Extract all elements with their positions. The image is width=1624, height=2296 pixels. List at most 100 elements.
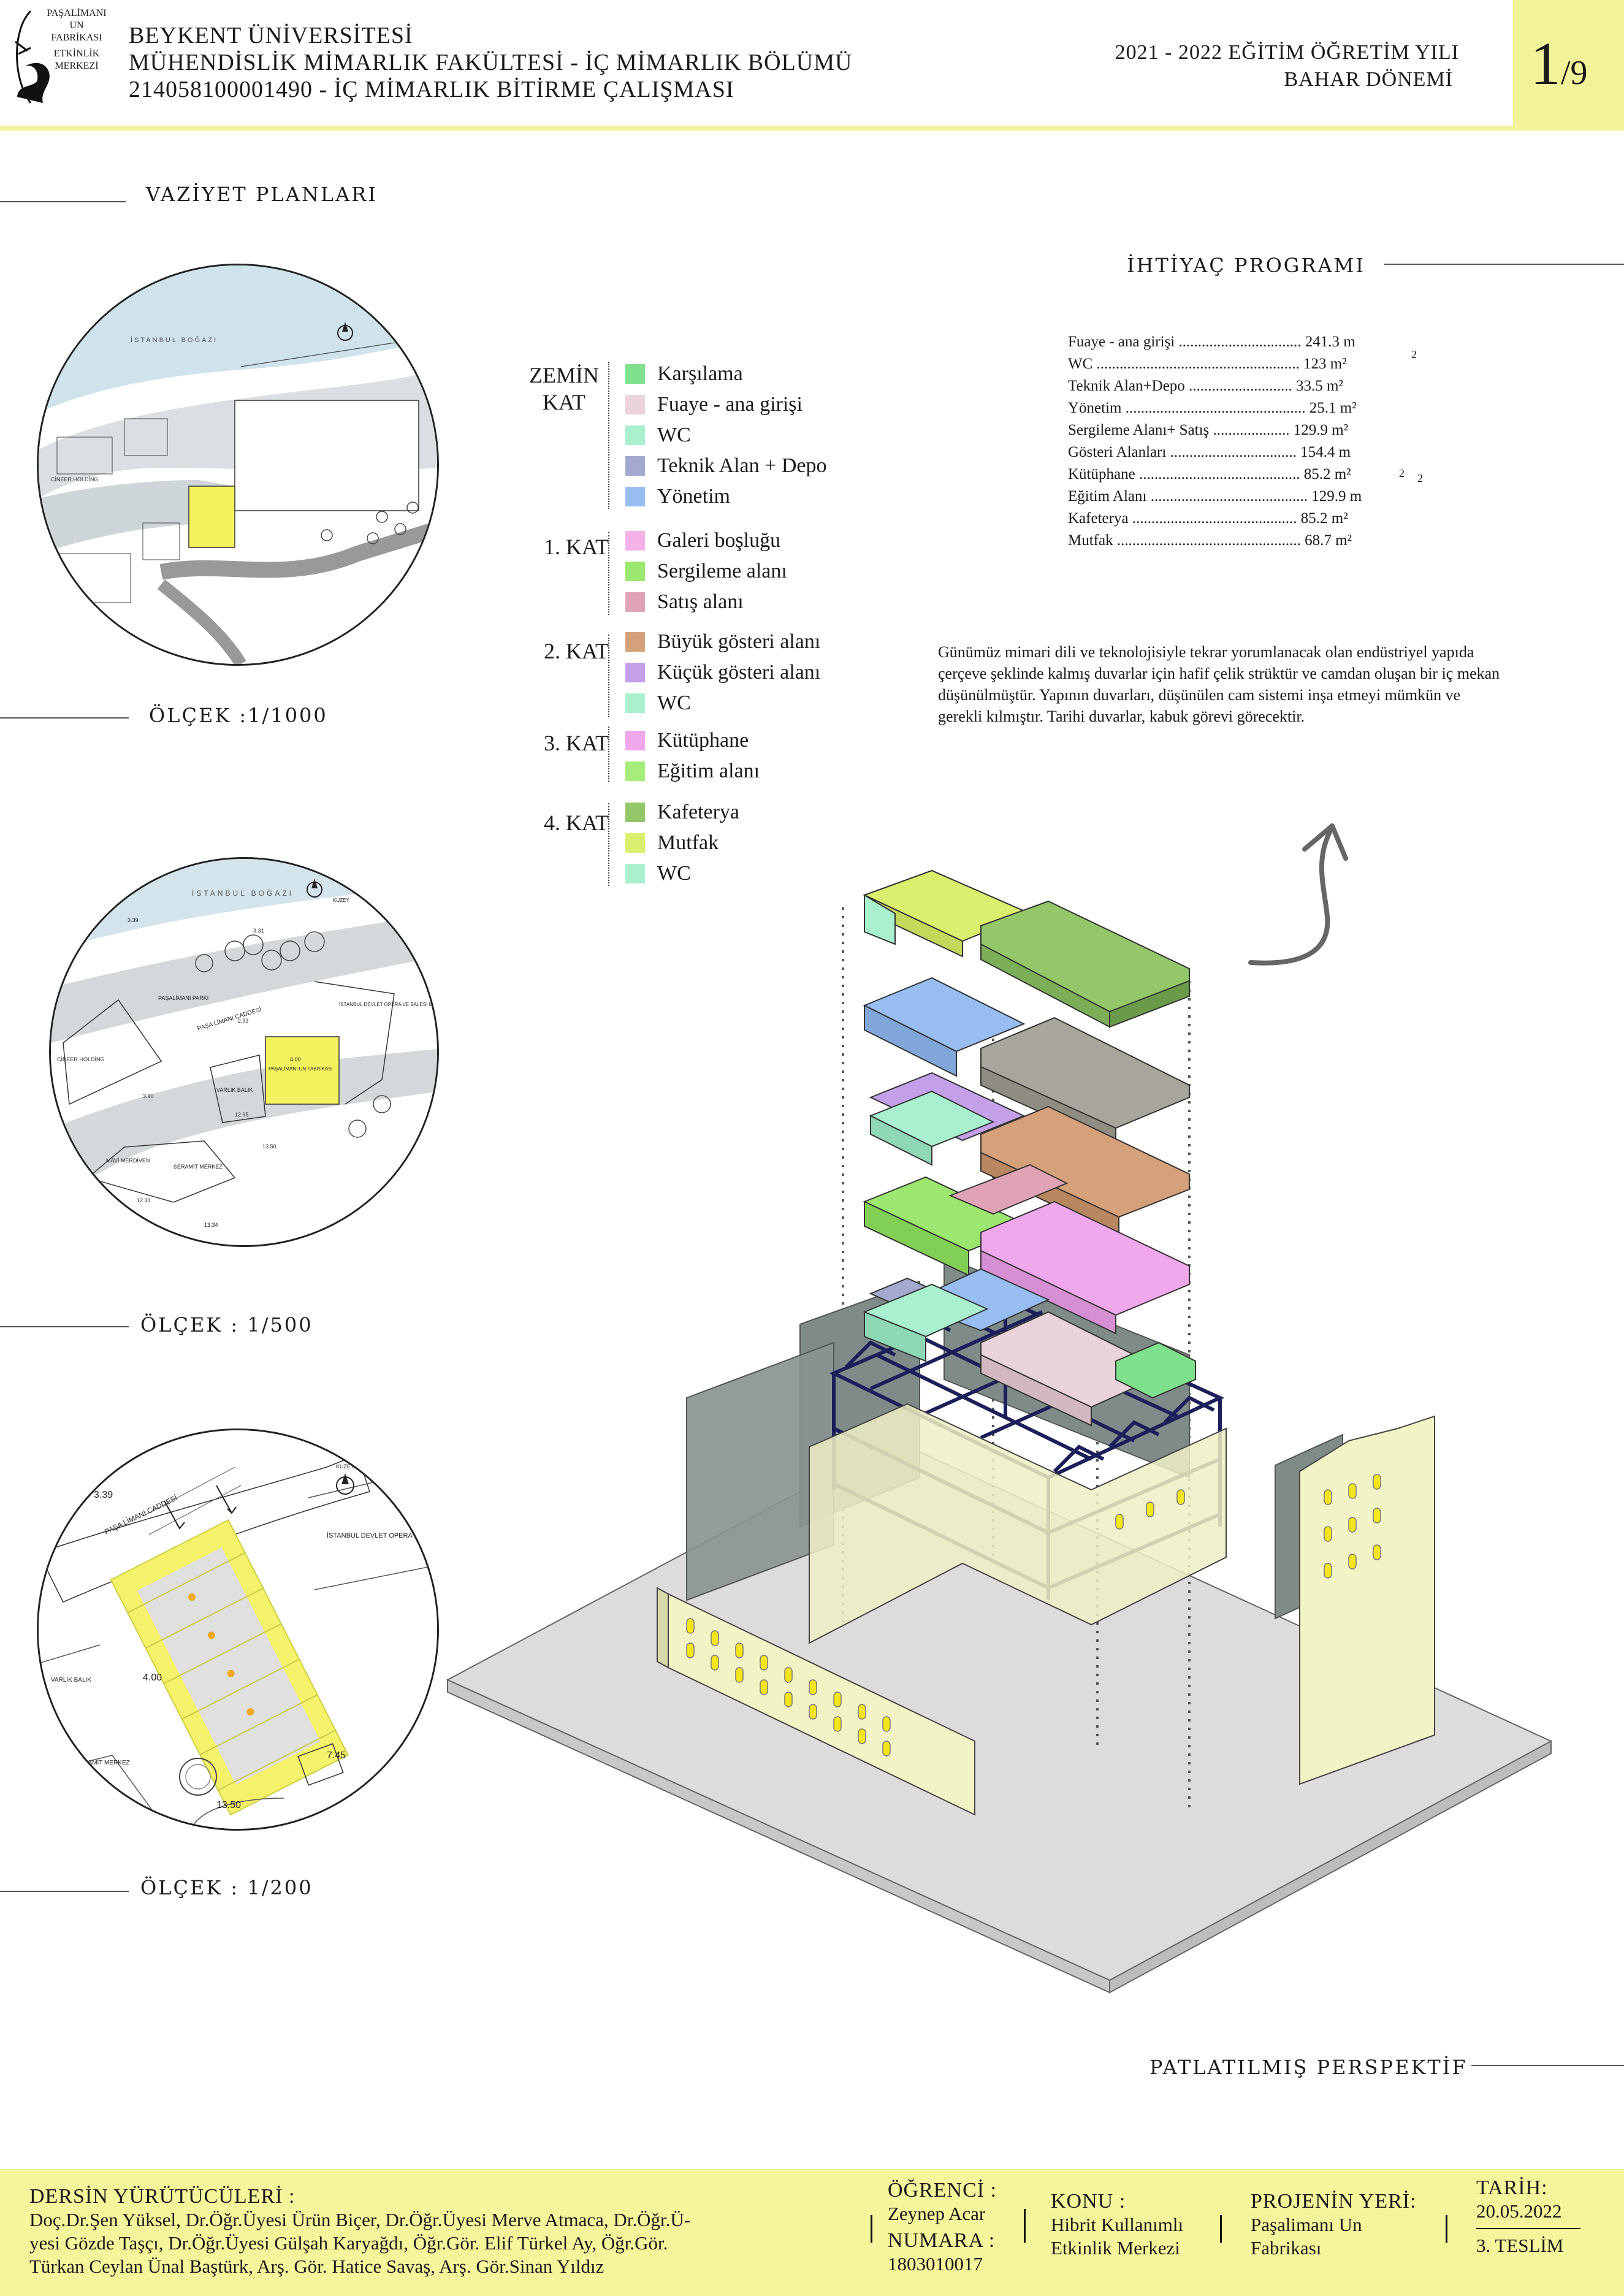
page-number-box: 1/9 [1513,0,1624,126]
site-plan-1000: İSTANBUL BOĞAZI CİNEER HOLDİNG [37,264,439,666]
page-number: 1 [1530,29,1561,97]
brace [608,803,609,886]
logo-text-4: ETKİNLİK [53,48,100,59]
seramit-label-3: SERAMİT MERKEZ [75,1758,130,1766]
strait-label: İSTANBUL BOĞAZI [131,336,218,344]
date-title: TARİH: [1476,2176,1548,2199]
swatch [625,731,645,750]
legend-item: Mutfak [625,828,739,858]
north-label-2: KUZEY [333,898,349,903]
swatch [625,364,645,384]
swatch [625,395,645,414]
header: PAŞALİMANI UN FABRİKASI ETKİNLİK MERKEZİ… [0,0,1624,126]
date: 20.05.2022 [1476,2200,1562,2222]
level-label: 3.31 [253,928,264,934]
legend-item: Teknik Alan + Depo [625,451,826,481]
legend-item: Satış alanı [625,587,787,617]
legend-item: Yönetim [625,481,826,512]
level-label: 14.06 [124,1225,139,1231]
course-name: 214058100001490 - İÇ MİMARLIK BİTİRME ÇA… [129,77,734,102]
floor-label-1: 1. KAT [544,535,609,559]
delivery: 3. TESLİM [1476,2235,1564,2256]
swatch [625,693,645,713]
floor-label-3: 3. KAT [544,731,609,755]
footer: DERSİN YÜRÜTÜCÜLERİ : Doç.Dr.Şen Yüksel,… [0,2169,1624,2296]
opera-label-2: İSTANBUL DEVLET OPERA VE BALESİ MÜDÜRLÜĞ… [339,1002,437,1007]
logo-text-2: UN [69,20,84,31]
level-label: 4.00 [290,1056,301,1062]
divider [0,1891,129,1892]
swatch [625,456,645,476]
level-label: 13.34 [204,1222,218,1228]
logo-text-1: PAŞALİMANI [47,8,107,18]
needs-row: Eğitim Alanı ...........................… [1068,488,1362,505]
legend-second-list: Büyük gösteri alanı Küçük gösteri alanı … [625,627,820,719]
brace [608,532,609,615]
level-label: 12.95 [235,1112,249,1118]
divider [0,717,129,719]
instructors-line: Doç.Dr.Şen Yüksel, Dr.Öğr.Üyesi Ürün Biç… [29,2209,691,2230]
cineer-label-2: CİNEER HOLDİNG [57,1056,105,1062]
stray-superscript: 2 [1417,472,1423,484]
student-name: Zeynep Acar [888,2203,986,2224]
number-title: NUMARA : [888,2229,996,2252]
divider [871,2215,872,2243]
historic-wall-right [1299,1415,1435,1785]
floor-label-4: 4. KAT [544,810,609,835]
historic-wall-left [657,1587,975,1816]
needs-row: Mutfak .................................… [1068,532,1352,549]
level-label: 3.39 [94,1490,113,1500]
legend-item: Kütüphane [625,725,760,756]
needs-row: Kafeterya ..............................… [1068,510,1348,527]
divider [1476,2228,1580,2229]
legend-item: Küçük gösteri alanı [625,657,820,688]
factory-label-2: PAŞALİMANI UN FABRİKASI [269,1066,333,1072]
logo-text-5: MERKEZİ [55,61,99,71]
mavi-label: MAVİ MERDİVEN [106,1158,150,1164]
term: BAHAR DÖNEMİ [1284,68,1453,91]
brace [608,635,609,717]
legend-item: Kafeterya [625,797,739,828]
divider [0,201,126,202]
divider [1024,2209,1026,2243]
faculty-name: MÜHENDİSLİK MİMARLIK FAKÜLTESİ - İÇ MİMA… [129,50,853,75]
floor-slabs [863,869,1196,1427]
swatch [625,487,645,506]
divider [1446,2215,1447,2243]
legend-item: Sergileme alanı [625,556,787,587]
needs-table: Fuaye - ana girişi .....................… [1068,331,1417,552]
project-description: Günümüz mimari dili ve teknolojisiyle te… [938,643,1500,725]
needs-row: Teknik Alan+Depo .......................… [1068,378,1343,394]
strait-label-2: İSTANBUL BOĞAZI [192,888,294,898]
park-label: PAŞALİMANI PARKI [158,995,208,1001]
swatch [625,663,645,682]
legend-item: WC [625,858,739,889]
place-title: PROJENİN YERİ: [1251,2190,1417,2213]
logo-mark [15,10,50,104]
level-label: 4.00 [143,1672,162,1683]
swatch [625,803,645,822]
needs-row: WC .....................................… [1068,356,1347,372]
north-label-3: KUZEY [336,1463,354,1470]
legend-item: Fuaye - ana girişi [625,389,826,420]
swatch [625,425,645,445]
legend-item: Karşılama [625,359,826,389]
needs-row: Kütüphane ..............................… [1068,466,1351,482]
brace [608,362,609,509]
level-label: 12.31 [137,1197,151,1203]
level-label: 3.90 [143,1093,154,1099]
legend-item: WC [625,420,826,451]
scale-200-label: ÖLÇEK : 1/200 [140,1876,313,1899]
level-label: 2.93 [238,1018,249,1024]
instructors-title: DERSİN YÜRÜTÜCÜLERİ : [29,2185,295,2208]
academic-year: 2021 - 2022 EĞİTİM ÖĞRETİM YILI [1115,41,1459,64]
divider [1471,2065,1624,2066]
swatch [625,864,645,883]
topic-line: Etkinlik Merkezi [1051,2237,1180,2259]
swatch [625,592,645,612]
legend-item: Galeri boşluğu [625,525,787,556]
divider [1220,2215,1222,2243]
student-number: 1803010017 [888,2253,983,2275]
instructors-line: yesi Gözde Taşçı, Dr.Öğr.Üyesi Gülşah Ka… [29,2232,668,2254]
header-rule [0,126,1624,131]
